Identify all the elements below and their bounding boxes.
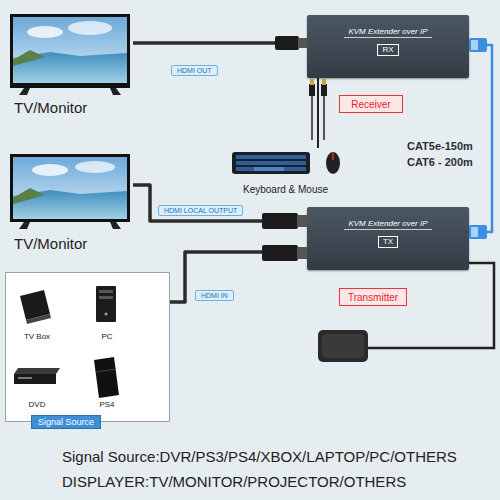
network-cable: [469, 45, 492, 232]
hdmi-plug: [262, 213, 307, 229]
port-label: HDMI LOCAL OUTPUT: [158, 205, 243, 216]
keyboard-illustration: [232, 152, 310, 174]
rj45-plug: [469, 38, 487, 52]
source-device: DVD: [9, 357, 65, 411]
caption-note: DISPLAYER:TV/MONITOR/PROJECTOR/OTHERS: [62, 473, 406, 490]
device-label: TV Box: [24, 332, 50, 341]
mouse-illustration: [326, 152, 340, 174]
unit-title: KVM Extender over IP: [344, 27, 431, 38]
unit-title: KVM Extender over IP: [344, 219, 431, 230]
hdmi-cable: [170, 252, 307, 302]
dvd-icon: [14, 368, 60, 384]
pc-icon: [96, 286, 116, 322]
source-device: PS4: [83, 357, 131, 411]
device-label: Keyboard & Mouse: [243, 184, 328, 195]
receiver-unit: KVM Extender over IP RX: [307, 15, 469, 78]
display-label: TV/Monitor: [14, 99, 87, 116]
usb-plug: [309, 79, 327, 140]
device-label: PC: [101, 332, 112, 341]
unit-role: Transmitter: [348, 292, 398, 303]
transmitter-unit: KVM Extender over IP TX: [307, 207, 469, 270]
display-label: TV/Monitor: [14, 235, 87, 252]
hdmi-cable: [133, 41, 307, 45]
source-device: PC: [83, 283, 131, 343]
tv-illustration: [10, 14, 130, 95]
tv-illustration: [10, 154, 130, 229]
rj45-plug: [469, 225, 487, 239]
device-label: PS4: [99, 400, 114, 409]
panel-tab: Signal Source: [31, 415, 101, 429]
unit-role: Receiver: [351, 99, 390, 110]
device-label: DVD: [29, 400, 46, 409]
port-label: HDMI OUT: [171, 65, 218, 76]
unit-badge: TX: [378, 236, 398, 248]
source-device: TV Box: [11, 283, 63, 343]
signal-source-panel: Signal SourceTV BoxPCDVDPS4: [5, 272, 170, 422]
power-adapter: [318, 263, 494, 362]
ps4-icon: [94, 357, 119, 398]
usb-cable: [317, 78, 319, 148]
port-label: HDMI IN: [195, 290, 234, 301]
tv-box-icon: [20, 290, 51, 324]
hdmi-plug: [262, 245, 307, 261]
tv-monitor: TV/Monitor: [8, 12, 133, 116]
cable-spec: CAT5e-150m CAT6 - 200m: [407, 138, 487, 170]
unit-tag: Transmitter: [339, 288, 407, 306]
caption-note: Signal Source:DVR/PS3/PS4/XBOX/LAPTOP/PC…: [62, 448, 457, 465]
keyboard-mouse: Keyboard & Mouse: [228, 148, 343, 195]
unit-tag: Receiver: [339, 95, 403, 113]
tv-monitor: TV/Monitor: [8, 152, 133, 252]
hdmi-plug: [275, 36, 307, 50]
unit-badge: RX: [377, 44, 398, 56]
